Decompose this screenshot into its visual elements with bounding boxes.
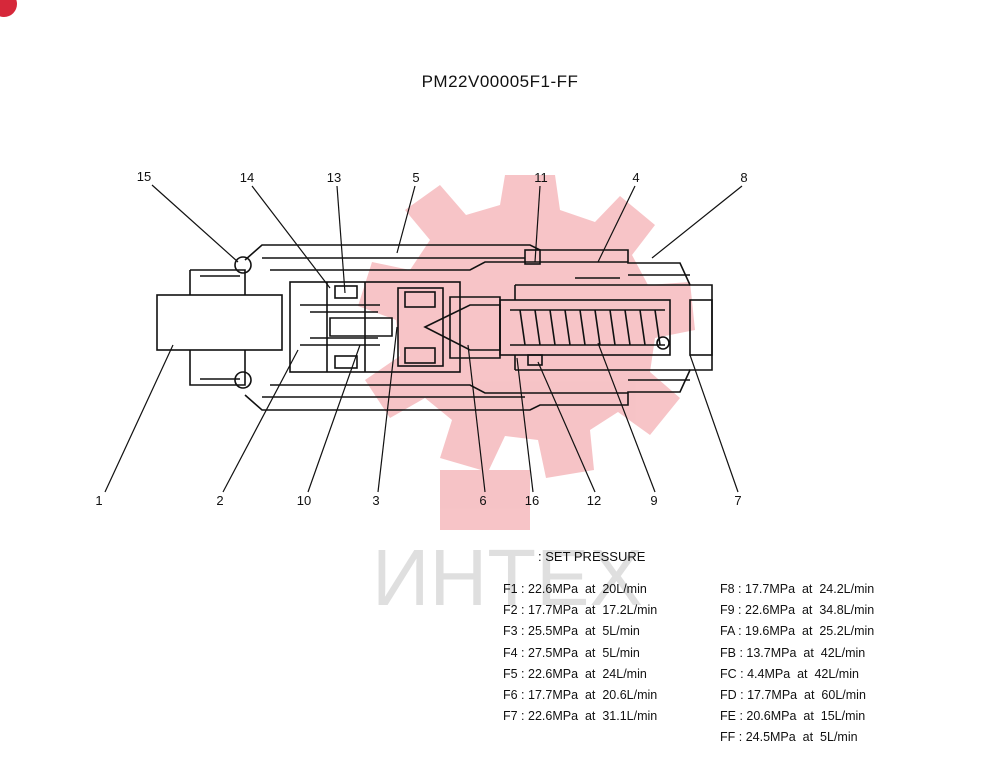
part-label-8: 8 <box>740 170 747 185</box>
sleeve <box>289 281 461 373</box>
part-label-11: 11 <box>534 170 548 185</box>
pressure-row: F8 : 17.7MPa at 24.2L/min <box>720 582 875 596</box>
part-label-1: 1 <box>95 493 102 508</box>
nut <box>189 269 246 386</box>
adapter-body <box>156 294 283 351</box>
watermark-text: ИНТЕХ <box>372 533 643 622</box>
part-label-7: 7 <box>734 493 741 508</box>
pressure-row: FF : 24.5MPa at 5L/min <box>720 730 858 745</box>
pressure-row: F5 : 22.6MPa at 24L/min <box>503 666 647 681</box>
pressure-row: F3 : 25.5MPa at 5L/min <box>503 624 640 639</box>
part-label-5: 5 <box>412 170 419 185</box>
pressure-row: F9 : 22.6MPa at 34.8L/min <box>720 603 875 618</box>
valve-outline <box>156 244 713 411</box>
pressure-row: FA : 19.6MPa at 25.2L/min <box>720 624 875 639</box>
part-label-6: 6 <box>479 493 486 508</box>
part-label-15: 15 <box>137 169 151 184</box>
part-label-13: 13 <box>327 170 341 185</box>
pressure-row: F6 : 17.7MPa at 20.6L/min <box>503 688 658 703</box>
pressure-list-right: F8 : 17.7MPa at 24.2L/min F9 : 22.6MPa a… <box>720 579 874 749</box>
part-label-3: 3 <box>372 493 379 508</box>
spring <box>519 309 661 346</box>
part-label-4: 4 <box>632 170 639 185</box>
pressure-row: F2 : 17.7MPa at 17.2L/min <box>503 603 658 618</box>
set-pressure-label: : SET PRESSURE <box>538 549 646 564</box>
pressure-row: F1 : 22.6MPa at 20L/min <box>503 582 647 596</box>
part-label-16: 16 <box>525 493 539 508</box>
leader-lines <box>104 184 743 493</box>
pressure-row: FC : 4.4MPa at 42L/min <box>720 666 859 681</box>
pressure-row: F7 : 22.6MPa at 31.1L/min <box>503 709 658 724</box>
o-ring <box>234 256 252 274</box>
piston <box>397 287 444 367</box>
pressure-row: FB : 13.7MPa at 42L/min <box>720 645 866 660</box>
part-label-12: 12 <box>587 493 601 508</box>
pressure-row: F4 : 27.5MPa at 5L/min <box>503 645 640 660</box>
watermark-gear-icon <box>358 175 695 530</box>
part-label-9: 9 <box>650 493 657 508</box>
pressure-row: FE : 20.6MPa at 15L/min <box>720 709 866 724</box>
part-label-2: 2 <box>216 493 223 508</box>
drawing-title: PM22V00005F1-FF <box>421 72 579 91</box>
pressure-row: FD : 17.7MPa at 60L/min <box>720 688 866 703</box>
part-label-14: 14 <box>240 170 254 185</box>
pressure-list-left: F1 : 22.6MPa at 20L/min F2 : 17.7MPa at … <box>503 579 657 727</box>
corner-badge <box>0 0 17 17</box>
part-label-10: 10 <box>297 493 311 508</box>
